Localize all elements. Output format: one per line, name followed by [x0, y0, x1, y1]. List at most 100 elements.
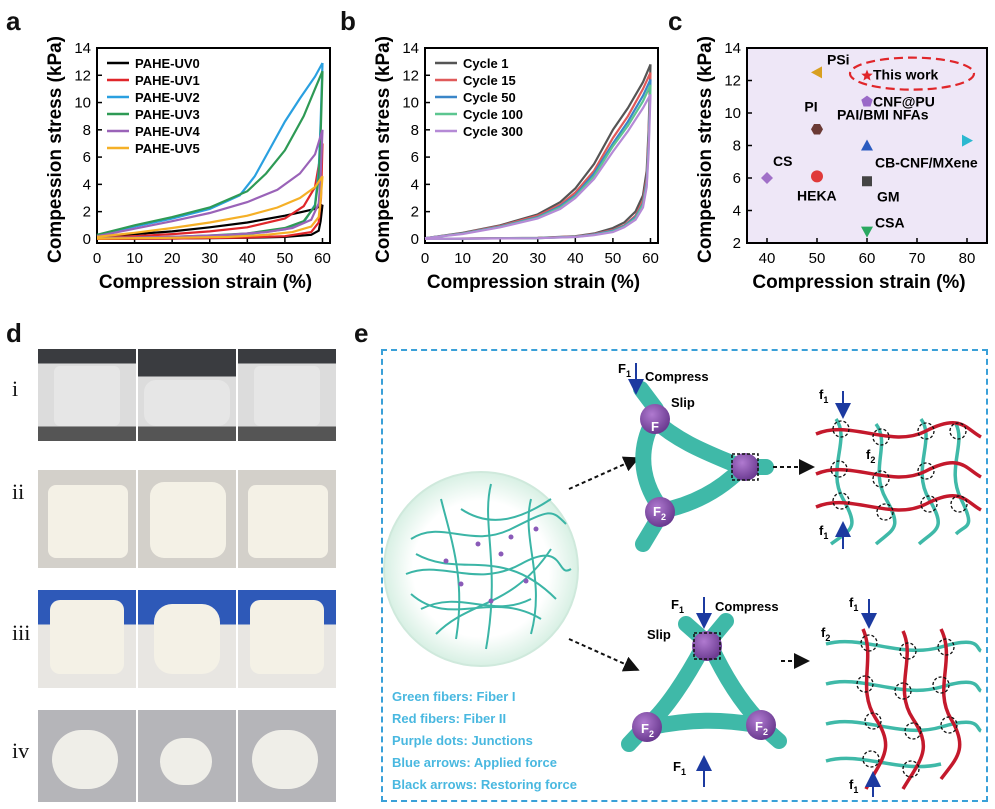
series-load-line — [424, 63, 652, 240]
plot-frame — [96, 47, 331, 244]
x-tick-label: 40 — [567, 250, 584, 267]
photo-iii-2 — [138, 590, 236, 688]
y-tick-label: 2 — [83, 204, 91, 221]
label-slip-top: Slip — [671, 395, 695, 410]
y-tick-label: 2 — [733, 235, 741, 252]
legend-label: Cycle 50 — [463, 90, 516, 105]
fiber-network-top: f1 f2 f1 — [815, 387, 982, 549]
label-f2-net-top: f2 — [866, 447, 875, 465]
y-tick-label: 10 — [74, 95, 91, 112]
label-f1-net-bottom-b: f1 — [849, 777, 858, 795]
scatter-point — [811, 66, 822, 79]
panel-letter-a: a — [6, 6, 21, 36]
point-label: CNF@PU — [873, 94, 935, 110]
y-axis-label: Compession stress (kPa) — [695, 36, 716, 263]
point-label: PI — [804, 98, 817, 114]
y-tick-label: 6 — [83, 149, 91, 166]
junction-node — [731, 453, 759, 481]
series-unload-line — [424, 94, 652, 240]
point-label: CS — [773, 153, 792, 169]
photo-row-iii — [38, 590, 336, 688]
label-F1-top: F1 — [618, 361, 631, 379]
y-tick-label: 14 — [74, 40, 91, 57]
photo-iv-3 — [238, 710, 336, 802]
caption-green-fibers: Green fibers: Fiber I — [392, 689, 516, 704]
x-tick-label: 50 — [809, 250, 826, 267]
label-F2-right: F2 — [755, 719, 768, 737]
photo-iii-1 — [38, 590, 136, 688]
scatter-point — [811, 170, 823, 183]
y-tick-label: 8 — [733, 138, 741, 155]
label-F1-bottom-top: F1 — [671, 597, 684, 615]
scatter-point — [962, 134, 973, 147]
x-tick-label: 50 — [277, 250, 294, 267]
series-unload-line — [96, 129, 324, 240]
x-tick-label: 20 — [164, 250, 181, 267]
y-tick-label: 2 — [411, 204, 419, 221]
x-tick-label: 60 — [314, 250, 331, 267]
x-tick-label: 40 — [239, 250, 256, 267]
series-unload-line — [96, 143, 324, 240]
scatter-point — [811, 124, 823, 135]
series-unload-line — [96, 176, 324, 240]
caption-red-fibers: Red fibers: Fiber II — [392, 711, 507, 726]
series-load-line — [96, 143, 324, 239]
y-tick-label: 4 — [733, 203, 741, 220]
x-axis-label: Compression strain (%) — [752, 272, 965, 293]
label-f1-net-top: f1 — [819, 387, 828, 405]
series-unload-line — [424, 64, 652, 240]
arrow-sphere-top — [568, 456, 640, 490]
caption-blue-arrows: Blue arrows: Applied force — [392, 755, 557, 770]
y-tick-label: 6 — [411, 149, 419, 166]
triangle-top — [633, 381, 774, 552]
series-cycle-1 — [424, 63, 652, 240]
y-tick-label: 8 — [83, 122, 91, 139]
x-tick-label: 70 — [909, 250, 926, 267]
panel-letter-b: b — [340, 6, 356, 36]
label-F2-left: F2 — [641, 721, 654, 739]
panel-letter-c: c — [668, 6, 683, 36]
caption-black-arrows: Black arrows: Restoring force — [392, 777, 577, 792]
x-tick-label: 60 — [859, 250, 876, 267]
legend-label: PAHE-UV5 — [135, 141, 200, 156]
y-tick-label: 0 — [83, 231, 91, 248]
photo-iv-1 — [38, 710, 136, 802]
point-label: CB-CNF/MXene — [875, 155, 978, 171]
y-tick-label: 8 — [411, 122, 419, 139]
x-tick-label: 60 — [642, 250, 659, 267]
slip-box — [731, 453, 759, 481]
y-tick-label: 0 — [411, 231, 419, 248]
x-tick-label: 0 — [93, 250, 101, 267]
y-axis-label: Compession stress (kPa) — [45, 36, 66, 263]
series-pahe-uv4 — [96, 129, 324, 240]
point-label: CSA — [875, 215, 905, 231]
photo-ii-3 — [238, 470, 336, 568]
point-label: PSi — [827, 51, 850, 67]
junction-node — [645, 497, 675, 527]
legend-label: PAHE-UV4 — [135, 124, 201, 139]
legend-label: Cycle 100 — [463, 107, 523, 122]
photo-iv-2 — [138, 710, 236, 802]
legend-label: PAHE-UV2 — [135, 90, 200, 105]
x-tick-label: 20 — [492, 250, 509, 267]
x-tick-label: 50 — [605, 250, 622, 267]
label-f1-net-top-b: f1 — [819, 523, 828, 541]
photo-i-1 — [38, 349, 136, 441]
row-label-i: i — [12, 376, 19, 401]
panel-e-frame — [381, 349, 988, 802]
x-axis-label: Compression strain (%) — [427, 272, 640, 293]
label-F2-node: F2 — [653, 504, 666, 522]
x-tick-label: 0 — [421, 250, 429, 267]
row-label-ii: ii — [12, 479, 25, 504]
y-tick-label: 6 — [733, 170, 741, 187]
photo-i-3 — [238, 349, 336, 441]
legend-label: PAHE-UV3 — [135, 107, 200, 122]
fiber-network-bottom: f1 f2 f1 — [821, 595, 983, 797]
photo-iii-3 — [238, 590, 336, 688]
point-label: HEKA — [797, 187, 837, 203]
slip-box — [693, 632, 721, 660]
photo-row-iv — [38, 710, 336, 802]
